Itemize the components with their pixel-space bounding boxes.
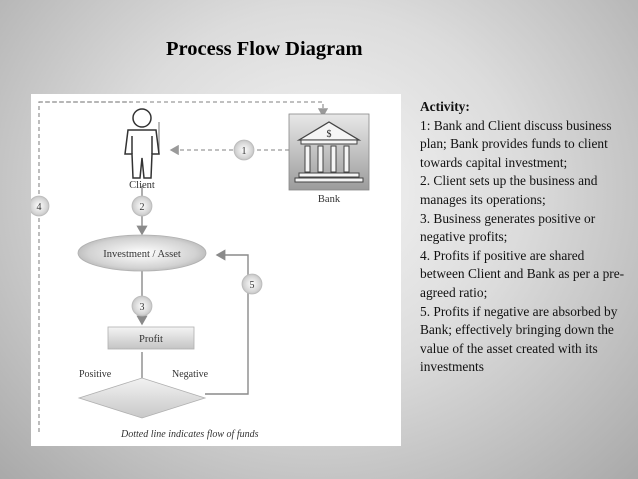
client-label: Client: [129, 180, 155, 191]
step-5-number: 5: [250, 280, 255, 291]
activity-step-3: 3. Business generates positive or negati…: [420, 210, 596, 245]
step-4-marker: 4: [31, 195, 50, 217]
step-2-number: 2: [140, 202, 145, 213]
profit-decision-diamond: [77, 377, 207, 419]
negative-label: Negative: [172, 369, 209, 380]
bank-dollar-symbol: $: [327, 129, 332, 140]
client-person-icon: [124, 108, 160, 179]
diagram-footnote: Dotted line indicates flow of funds: [120, 429, 259, 440]
step-4-number: 4: [37, 202, 42, 213]
process-flow-diagram: Client $ Bank 1 2 3: [31, 94, 401, 446]
bank-building-icon: [288, 113, 370, 191]
bank-label: Bank: [318, 194, 341, 205]
step-1-number: 1: [242, 146, 247, 157]
activity-step-2: 2. Client sets up the business and manag…: [420, 173, 598, 207]
funds-flow-lines: [38, 101, 329, 432]
step-3-marker: 3: [131, 295, 153, 317]
activity-step-1: 1: Bank and Client discuss business plan…: [420, 117, 612, 170]
profit-node: [107, 326, 195, 350]
process-flow-lines: [136, 186, 249, 395]
activity-step-4: 4. Profits if positive are shared betwee…: [420, 247, 625, 300]
activity-step-5: 5. Profits if negative are absorbed by B…: [420, 303, 618, 375]
step-3-number: 3: [140, 302, 145, 313]
positive-label: Positive: [79, 369, 112, 380]
step-1-marker: 1: [233, 139, 255, 161]
diagram-canvas: Client $ Bank 1 2 3: [31, 101, 370, 440]
step-5-marker: 5: [241, 273, 263, 295]
slide-title: Process Flow Diagram: [166, 38, 363, 60]
activity-description: Activity: 1: Bank and Client discuss bus…: [420, 98, 630, 377]
step-2-marker: 2: [131, 195, 153, 217]
investment-asset-node: [77, 234, 207, 272]
investment-asset-label: Investment / Asset: [103, 249, 181, 260]
activity-title: Activity:: [420, 99, 470, 114]
profit-label: Profit: [139, 334, 163, 345]
